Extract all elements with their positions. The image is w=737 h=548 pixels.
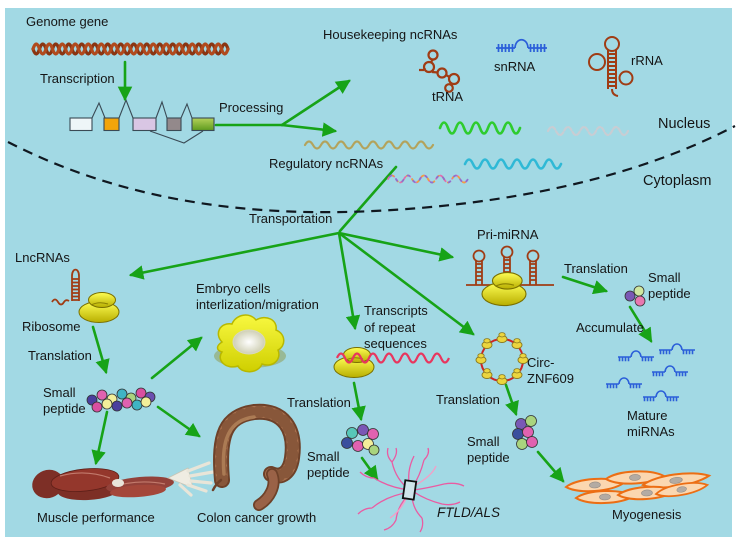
small-peptide-chain-icon — [86, 387, 156, 413]
ribosome-pri-icon — [481, 271, 527, 307]
arrow-peptide-muscle — [91, 410, 109, 466]
embryo-cells-label: Embryo cells interlization/migration — [196, 281, 319, 312]
colon-icon — [211, 403, 301, 511]
pri-mirna-label: Pri-miRNA — [477, 227, 539, 242]
arrow-transport-lncrna — [128, 231, 341, 280]
accumulate-label: Accumulate — [576, 320, 644, 335]
arrow-peptide-colon — [156, 405, 201, 438]
small-peptide-circ-label: Small peptide — [467, 434, 510, 465]
translation-left-label: Translation — [28, 348, 92, 363]
circ-znf609-icon — [475, 332, 529, 385]
regulatory-ncrnas-label: Regulatory ncRNAs — [269, 156, 384, 171]
transcripts-repeat-label: Transcripts of repeat sequences — [364, 303, 428, 351]
embryo-cell-icon — [214, 314, 286, 373]
nucleus-label: Nucleus — [658, 116, 711, 132]
colon-cancer-label: Colon cancer growth — [197, 510, 317, 525]
pathway-arrows — [91, 60, 653, 483]
arrow-peptide-embryo — [150, 336, 203, 380]
trna-icon — [419, 49, 461, 93]
arrow-peptide-myogenesis — [536, 450, 565, 483]
small-peptide-center-icon — [341, 424, 380, 456]
arrow-transport-repeat — [337, 231, 361, 331]
mature-mirnas-icon — [605, 343, 696, 403]
small-peptide-left-label: Small peptide — [43, 385, 86, 416]
trna-label: tRNA — [432, 89, 464, 104]
neuron-icon — [357, 447, 465, 533]
arrow-processing-housekeeping — [280, 79, 351, 127]
genome-gene-label: Genome gene — [26, 14, 109, 29]
small-peptide-circ-icon — [512, 415, 538, 450]
rna-strand-silver — [546, 125, 630, 137]
arrow-translation-left — [91, 325, 110, 375]
rrna-label: rRNA — [631, 53, 663, 68]
small-peptide-pri-icon — [624, 285, 646, 307]
arrow-translation-pri — [561, 275, 609, 295]
translation-circ-label: Translation — [436, 392, 500, 407]
ribosome-left-icon — [78, 292, 120, 323]
translation-pri-label: Translation — [564, 261, 628, 276]
rna-strand-green — [438, 121, 522, 135]
lncrnas-label: LncRNAs — [15, 250, 70, 265]
arrow-peptide-neuron — [360, 456, 379, 481]
repeat-rna-icon — [335, 352, 451, 364]
transcription-label: Transcription — [40, 71, 115, 86]
myogenesis-label: Myogenesis — [612, 507, 682, 522]
rrna-icon — [588, 36, 634, 97]
ftld-als-label: FTLD/ALS — [437, 505, 501, 520]
ribosome-label: Ribosome — [22, 319, 81, 334]
transportation-label: Transportation — [249, 211, 333, 226]
arrow-transport-circ — [337, 231, 475, 336]
lncrna-hairpin-icon — [51, 268, 80, 306]
small-peptide-center-label: Small peptide — [307, 449, 350, 480]
arrow-translation-circ — [504, 383, 519, 417]
myogenesis-cells-icon — [564, 468, 712, 505]
cytoplasm-label: Cytoplasm — [643, 173, 712, 189]
rna-strand-tan — [303, 140, 435, 150]
nuclear-membrane-boundary — [7, 125, 736, 214]
dna-helix-icon — [31, 42, 230, 56]
pre-mrna-gene-icon — [69, 98, 215, 144]
muscle-performance-label: Muscle performance — [37, 510, 155, 525]
regulatory-rna-strands — [303, 121, 630, 184]
arrow-translation-center — [351, 381, 366, 422]
rna-strand-cyan — [463, 158, 563, 170]
small-peptide-pri-label: Small peptide — [648, 270, 691, 301]
housekeeping-ncrnas-label: Housekeeping ncRNAs — [323, 27, 458, 42]
rna-strand-multicolor — [387, 174, 469, 184]
circ-znf609-label: Circ- ZNF609 — [527, 355, 574, 386]
arrow-transport-primirna — [337, 231, 455, 262]
arrow-processing-regulatory — [280, 122, 338, 137]
muscle-arm-icon — [32, 461, 215, 501]
arrow-accumulate — [628, 305, 653, 343]
snrna-icon — [496, 38, 547, 52]
regulatory-transport-stem — [338, 165, 398, 233]
translation-center-label: Translation — [287, 395, 351, 410]
processing-label: Processing — [219, 100, 284, 115]
snrna-label: snRNA — [494, 59, 536, 74]
mature-mirnas-label: Mature miRNAs — [627, 408, 675, 439]
